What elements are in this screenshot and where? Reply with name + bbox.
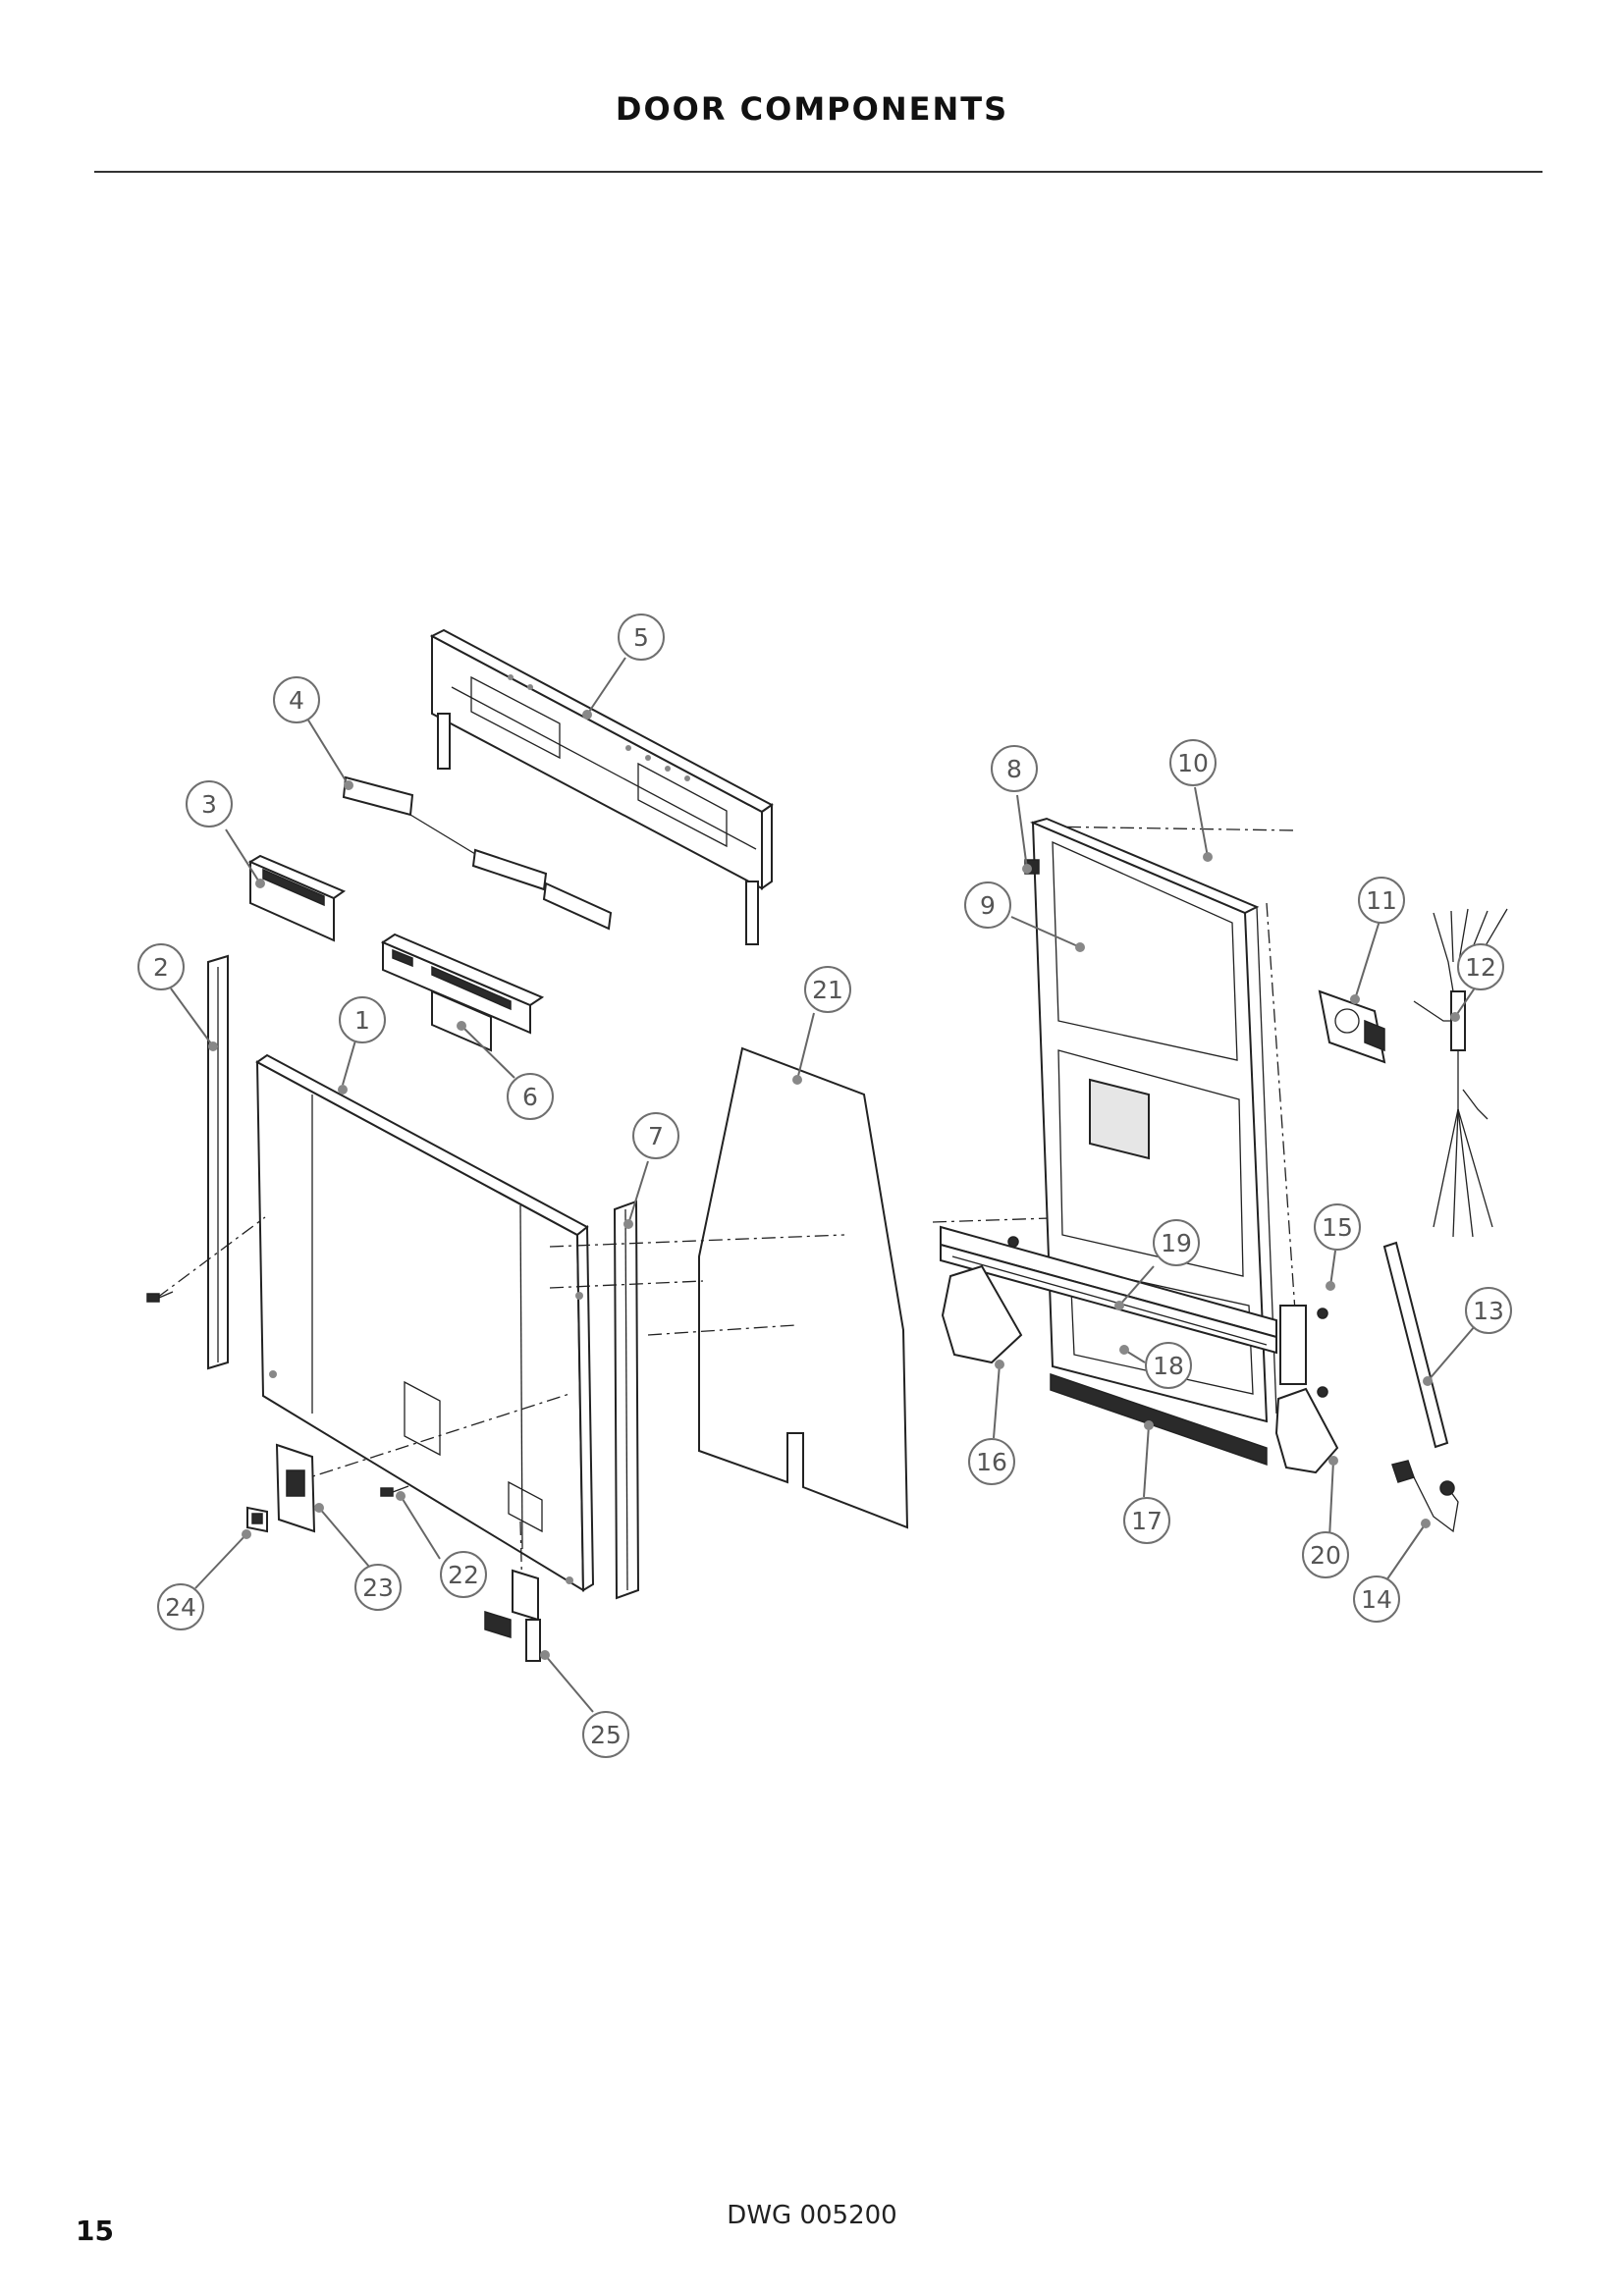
part-small-clip [246,1506,268,1533]
part-sensor-cable [1391,1460,1459,1533]
callout-15: 15 [1322,1213,1353,1242]
part-hinge-assembly [940,1225,1339,1474]
callout-22: 22 [448,1561,479,1589]
callout-6: 6 [522,1083,538,1111]
part-left-side-trim [207,954,229,1370]
part-insulation-sheet [698,1046,909,1529]
callout-12: 12 [1465,953,1496,982]
part-top-strip [342,775,613,931]
title-divider [94,171,1543,173]
callout-9: 9 [980,891,996,920]
callout-17: 17 [1131,1507,1163,1535]
callout-4: 4 [289,686,304,715]
callout-14: 14 [1361,1585,1392,1614]
part-door-strut [1382,1241,1449,1449]
page-number: 15 [76,2215,114,2247]
callout-16: 16 [976,1448,1007,1476]
part-control-panel [429,628,774,945]
callout-24: 24 [165,1593,196,1622]
part-outer-door-panel [255,1053,595,1592]
callout-23: 23 [362,1574,394,1602]
callout-10: 10 [1177,749,1209,777]
callout-1: 1 [354,1006,370,1035]
callout-3: 3 [201,790,217,819]
callout-18: 18 [1153,1352,1184,1380]
part-hinge-pin [484,1569,541,1662]
assembly-lines [156,826,1297,1601]
callout-20: 20 [1310,1541,1341,1570]
part-bottom-seal [1050,1372,1268,1467]
part-wiring-harness [1413,908,1508,1238]
callout-11: 11 [1366,886,1397,915]
part-small-module [247,854,347,942]
part-hinge-bracket [275,1443,316,1533]
page-title: DOOR COMPONENTS [615,90,1009,128]
callout-7: 7 [648,1122,664,1150]
callout-25: 25 [590,1721,622,1749]
screws [146,1236,1328,1497]
part-right-side-trim [613,1200,640,1600]
callout-8: 8 [1006,755,1022,783]
part-door-latch [1318,989,1386,1064]
callout-13: 13 [1473,1297,1504,1325]
part-electronic-module [380,933,545,1052]
callouts: 1 2 3 4 5 6 7 8 9 10 11 12 13 14 15 16 1… [137,614,1512,1758]
drawing-number: DWG 005200 [727,2201,897,2230]
callout-2: 2 [153,953,169,982]
callout-19: 19 [1161,1229,1192,1257]
callout-5: 5 [633,623,649,652]
callout-21: 21 [812,976,843,1004]
